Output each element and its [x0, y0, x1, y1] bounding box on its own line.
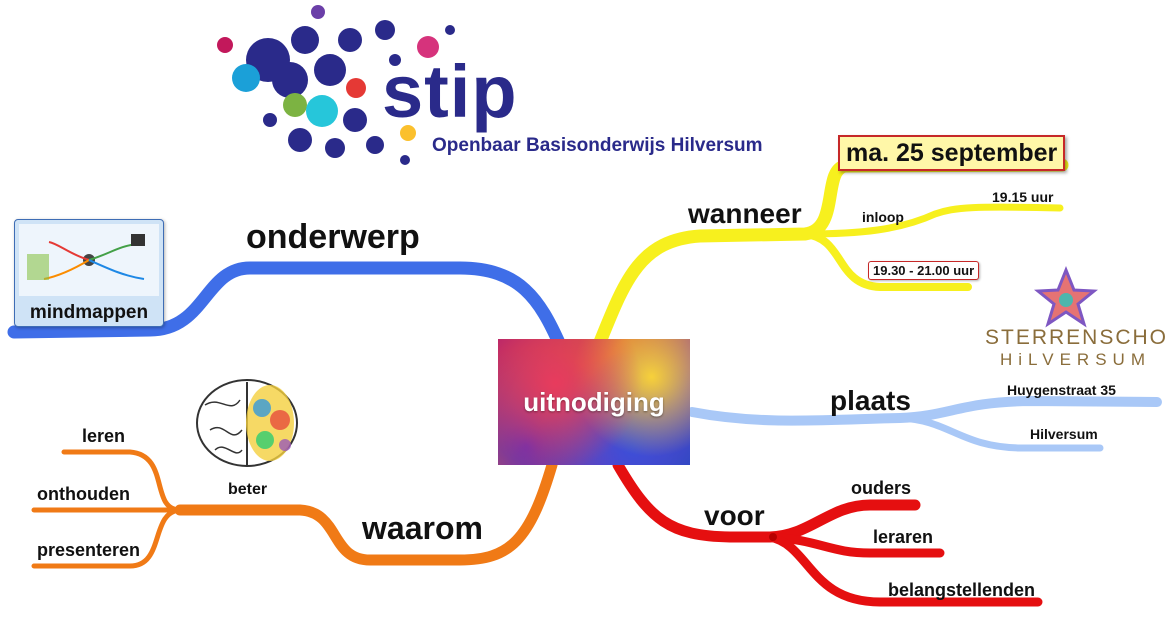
- center-node: uitnodiging: [498, 339, 690, 465]
- brain-icon: [196, 379, 298, 467]
- inloop-time-label: 19.15 uur: [992, 189, 1054, 205]
- stip-logo-tagline: Openbaar Basisonderwijs Hilversum: [432, 135, 763, 156]
- mindmap-image-card: mindmappen: [14, 219, 164, 327]
- branch-wanneer-time: [801, 230, 972, 291]
- branch-waarom-leren: [61, 449, 183, 513]
- branch-voor: [612, 459, 921, 543]
- inloop-label: inloop: [862, 209, 904, 225]
- mindmap-thumbnail-icon: [19, 224, 159, 296]
- branch-label-wanneer: wanneer: [688, 198, 802, 229]
- stip-logo-name: stip: [382, 50, 518, 133]
- branch-voor-belangstellenden: [765, 532, 1043, 607]
- branch-plaats-hilversum: [896, 414, 1104, 452]
- voor-child-leraren: leraren: [873, 527, 934, 547]
- center-node-label: uitnodiging: [523, 386, 665, 417]
- branch-wanneer-inloop: [801, 203, 1064, 238]
- branch-onderwerp: [7, 261, 567, 352]
- waarom-sub-label: beter: [228, 481, 268, 498]
- waarom-child-onthouden: onthouden: [37, 484, 130, 504]
- branch-waarom: [174, 459, 558, 566]
- school-logo-line2: HiLVERSUM: [1000, 350, 1151, 369]
- branch-label-voor: voor: [704, 500, 765, 531]
- date-box: ma. 25 september: [838, 135, 1066, 171]
- voor-child-belangstellenden: belangstellenden: [888, 580, 1036, 600]
- branch-plaats: [687, 395, 1162, 426]
- waarom-child-presenteren: presenteren: [37, 540, 141, 560]
- stip-logo-bubbles: [217, 5, 455, 165]
- time-box: 19.30 - 21.00 uur: [868, 261, 980, 280]
- branch-label-onderwerp: onderwerp: [246, 218, 420, 256]
- branch-waarom-presenteren: [31, 507, 183, 569]
- mindmap-image-caption: mindmappen: [29, 302, 149, 323]
- branch-wanneer: [593, 158, 1069, 349]
- waarom-child-leren: leren: [82, 426, 126, 446]
- branch-label-waarom: waarom: [362, 510, 483, 546]
- branch-label-plaats: plaats: [830, 385, 911, 416]
- branch-voor-leraren: [765, 532, 945, 558]
- plaats-child-address: Huygenstraat 35: [1007, 382, 1116, 398]
- school-logo-line1: STERRENSCHOOL: [985, 326, 1167, 349]
- star-logo-icon: [1034, 265, 1098, 328]
- plaats-child-city: Hilversum: [1030, 426, 1098, 442]
- voor-child-ouders: ouders: [851, 478, 912, 498]
